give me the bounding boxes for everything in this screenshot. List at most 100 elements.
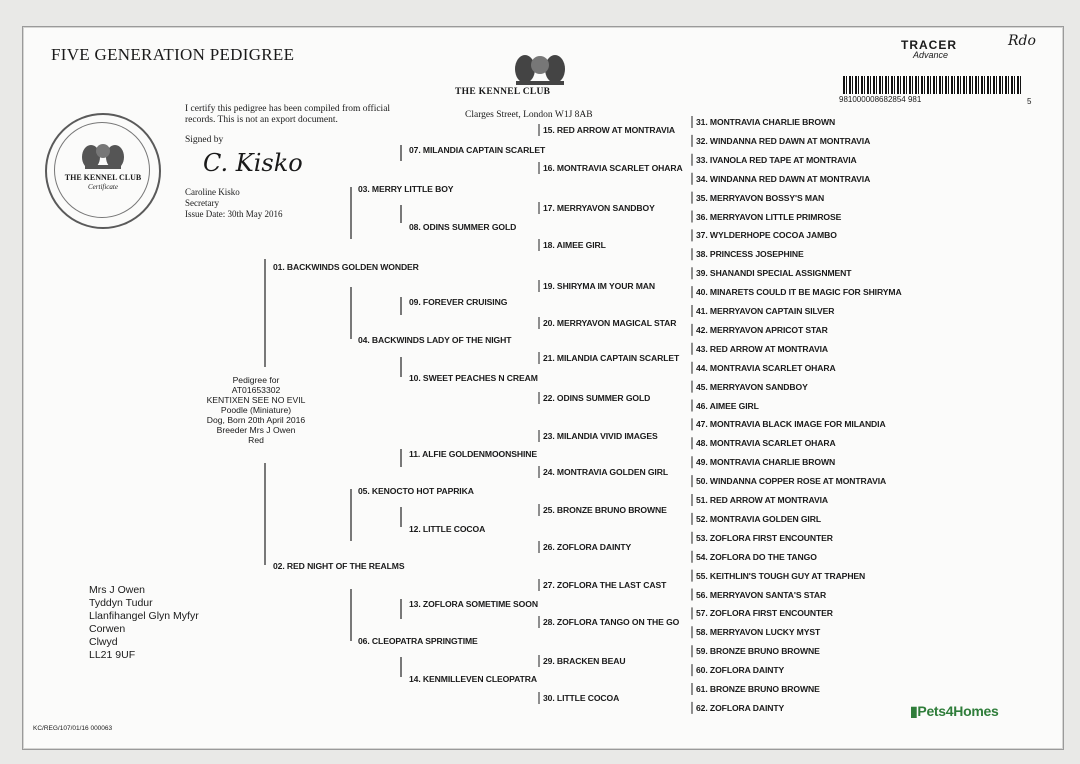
- pedigree-entry: 46. AIMEE GIRL: [696, 400, 759, 411]
- pedigree-entry: 47. MONTRAVIA BLACK IMAGE FOR MILANDIA: [696, 419, 886, 430]
- seal-subtext: Certificate: [88, 183, 118, 191]
- pedigree-entry: 01. BACKWINDS GOLDEN WONDER: [273, 262, 419, 272]
- owner-line: Tyddyn Tudur: [89, 597, 153, 609]
- pedigree-entry: 38. PRINCESS JOSEPHINE: [696, 249, 804, 260]
- subject-line: Dog, Born 20th April 2016: [206, 415, 306, 425]
- signature: C. Kisko: [203, 149, 303, 177]
- pedigree-entry: 50. WINDANNA COPPER ROSE AT MONTRAVIA: [696, 476, 887, 487]
- pedigree-entry: 12. LITTLE COCOA: [409, 524, 486, 534]
- pedigree-entry: 15. RED ARROW AT MONTRAVIA: [543, 125, 676, 135]
- pedigree-entry: 27. ZOFLORA THE LAST CAST: [543, 580, 667, 590]
- pedigree-entry: 07. MILANDIA CAPTAIN SCARLET: [409, 145, 546, 155]
- subject-line: KENTIXEN SEE NO EVIL: [206, 395, 306, 405]
- pedigree-entry: 32. WINDANNA RED DAWN AT MONTRAVIA: [696, 135, 871, 146]
- pedigree-entry: 55. KEITHLIN'S TOUGH GUY AT TRAPHEN: [696, 570, 866, 581]
- pedigree-entry: 16. MONTRAVIA SCARLET OHARA: [543, 163, 683, 173]
- paw-icon: ▮: [910, 703, 918, 719]
- pedigree-entry: 61. BRONZE BRUNO BROWNE: [696, 684, 820, 694]
- tracer-title: TRACER: [901, 38, 957, 52]
- pedigree-entry: 19. SHIRYMA IM YOUR MAN: [543, 281, 655, 291]
- pedigree-entry: 39. SHANANDI SPECIAL ASSIGNMENT: [696, 268, 852, 279]
- pedigree-entry: 05. KENOCTO HOT PAPRIKA: [358, 486, 474, 496]
- pedigree-entry: 30. LITTLE COCOA: [543, 693, 620, 703]
- pedigree-entry: 49. MONTRAVIA CHARLIE BROWN: [696, 457, 836, 468]
- pedigree-entry: 44. MONTRAVIA SCARLET OHARA: [696, 362, 836, 373]
- subject-block: Pedigree for AT01653302 KENTIXEN SEE NO …: [191, 375, 321, 445]
- pedigree-entry: 03. MERRY LITTLE BOY: [358, 184, 454, 194]
- owner-line: Corwen: [89, 623, 126, 635]
- pedigree-entry: 45. MERRYAVON SANDBOY: [696, 381, 808, 392]
- pedigree-entry: 11. ALFIE GOLDENMOONSHINE: [409, 449, 538, 459]
- pedigree-entry: 52. MONTRAVIA GOLDEN GIRL: [696, 513, 821, 524]
- subject-line: Poodle (Miniature): [220, 405, 292, 415]
- pedigree-entry: 41. MERRYAVON CAPTAIN SILVER: [696, 306, 835, 316]
- org-address: Clarges Street, London W1J 8AB: [465, 110, 593, 120]
- pedigree-entry: 59. BRONZE BRUNO BROWNE: [696, 646, 820, 657]
- handwritten-initials: Rdo: [1008, 33, 1036, 49]
- barcode-side-number: 5: [1027, 97, 1032, 106]
- owner-address: Mrs J Owen Tyddyn Tudur Llanfihangel Gly…: [89, 584, 199, 662]
- signer-name: Caroline Kisko: [185, 187, 240, 197]
- pedigree-entry: 62. ZOFLORA DAINTY: [696, 702, 785, 713]
- pedigree-entry: 26. ZOFLORA DAINTY: [543, 542, 632, 552]
- pedigree-entry: 31. MONTRAVIA CHARLIE BROWN: [696, 117, 836, 127]
- pedigree-entry: 23. MILANDIA VIVID IMAGES: [543, 431, 658, 441]
- kennel-club-seal: THE KENNEL CLUB Certificate: [45, 113, 161, 229]
- owner-line: Clwyd: [89, 636, 118, 648]
- owner-line: Mrs J Owen: [89, 584, 146, 596]
- barcode-number: 98100000868285​4 981: [839, 95, 922, 104]
- barcode: [843, 76, 1021, 94]
- pedigree-entry: 60. ZOFLORA DAINTY: [696, 665, 785, 676]
- signed-by-label: Signed by: [185, 135, 224, 145]
- footer-code: KC/REG/107/01/16 000063: [33, 725, 113, 732]
- pedigree-entry: 06. CLEOPATRA SPRINGTIME: [358, 636, 478, 646]
- pedigree-entry: 37. WYLDERHOPE COCOA JAMBO: [696, 230, 837, 241]
- pedigree-entry: 33. IVANOLA RED TAPE AT MONTRAVIA: [696, 154, 857, 165]
- pedigree-entry: 54. ZOFLORA DO THE TANGO: [696, 551, 817, 562]
- pedigree-entry: 18. AIMEE GIRL: [543, 240, 606, 250]
- pedigree-entry: 53. ZOFLORA FIRST ENCOUNTER: [696, 532, 833, 543]
- pedigree-entry: 10. SWEET PEACHES N CREAM: [409, 373, 538, 383]
- subject-line: Pedigree for: [232, 375, 280, 385]
- signer-role: Secretary: [185, 198, 219, 208]
- pedigree-certificate: FIVE GENERATION PEDIGREE THE KENNEL CLUB…: [22, 26, 1064, 750]
- pedigree-entry: 21. MILANDIA CAPTAIN SCARLET: [543, 353, 680, 363]
- subject-line: Red: [248, 435, 264, 445]
- pedigree-entry: 09. FOREVER CRUISING: [409, 297, 508, 307]
- pedigree-entry: 17. MERRYAVON SANDBOY: [543, 203, 655, 213]
- pedigree-entry: 08. ODINS SUMMER GOLD: [409, 222, 517, 232]
- pedigree-entry: 29. BRACKEN BEAU: [543, 656, 626, 666]
- signer-block: Caroline Kisko Secretary Issue Date: 30t…: [185, 187, 282, 220]
- org-name: THE KENNEL CLUB: [455, 87, 551, 97]
- pedigree-entry: 02. RED NIGHT OF THE REALMS: [273, 561, 405, 571]
- owner-line: LL21 9UF: [89, 649, 136, 661]
- pedigree-entry: 04. BACKWINDS LADY OF THE NIGHT: [358, 335, 512, 345]
- watermark-text: Pets4Homes: [917, 703, 999, 719]
- pedigree-entry: 28. ZOFLORA TANGO ON THE GO: [543, 617, 680, 627]
- pedigree-entry: 43. RED ARROW AT MONTRAVIA: [696, 343, 829, 354]
- pedigree-entry: 22. ODINS SUMMER GOLD: [543, 393, 651, 403]
- pedigree-entry: 57. ZOFLORA FIRST ENCOUNTER: [696, 608, 833, 619]
- pedigree-entry: 13. ZOFLORA SOMETIME SOON: [409, 599, 538, 609]
- certify-statement: I certify this pedigree has been compile…: [185, 104, 391, 125]
- tracer-subtitle: Advance: [913, 50, 949, 60]
- pedigree-entry: 35. MERRYAVON BOSSY'S MAN: [696, 192, 825, 203]
- pedigree-entry: 25. BRONZE BRUNO BROWNE: [543, 505, 667, 515]
- document-title: FIVE GENERATION PEDIGREE: [51, 45, 295, 64]
- kennel-club-logo-icon: [515, 55, 565, 85]
- pedigree-entry: 42. MERRYAVON APRICOT STAR: [696, 324, 828, 335]
- pedigree-entry: 34. WINDANNA RED DAWN AT MONTRAVIA: [696, 173, 871, 184]
- pedigree-bracket-lines: [264, 116, 693, 714]
- pedigree-entry: 58. MERRYAVON LUCKY MYST: [696, 627, 821, 638]
- issue-date: Issue Date: 30th May 2016: [185, 209, 283, 219]
- pedigree-entry: 51. RED ARROW AT MONTRAVIA: [696, 495, 829, 505]
- pedigree-entry: 40. MINARETS COULD IT BE MAGIC FOR SHIRY…: [696, 287, 902, 298]
- pedigree-entry: 24. MONTRAVIA GOLDEN GIRL: [543, 467, 668, 477]
- pedigree-entry: 20. MERRYAVON MAGICAL STAR: [543, 318, 677, 328]
- owner-line: Llanfihangel Glyn Myfyr: [89, 610, 199, 622]
- pedigree-entry: 48. MONTRAVIA SCARLET OHARA: [696, 438, 836, 449]
- seal-text: THE KENNEL CLUB: [64, 173, 142, 182]
- pets4homes-watermark: ▮Pets4Homes: [910, 703, 999, 720]
- subject-line: AT01653302: [231, 385, 281, 395]
- subject-line: Breeder Mrs J Owen: [216, 425, 296, 435]
